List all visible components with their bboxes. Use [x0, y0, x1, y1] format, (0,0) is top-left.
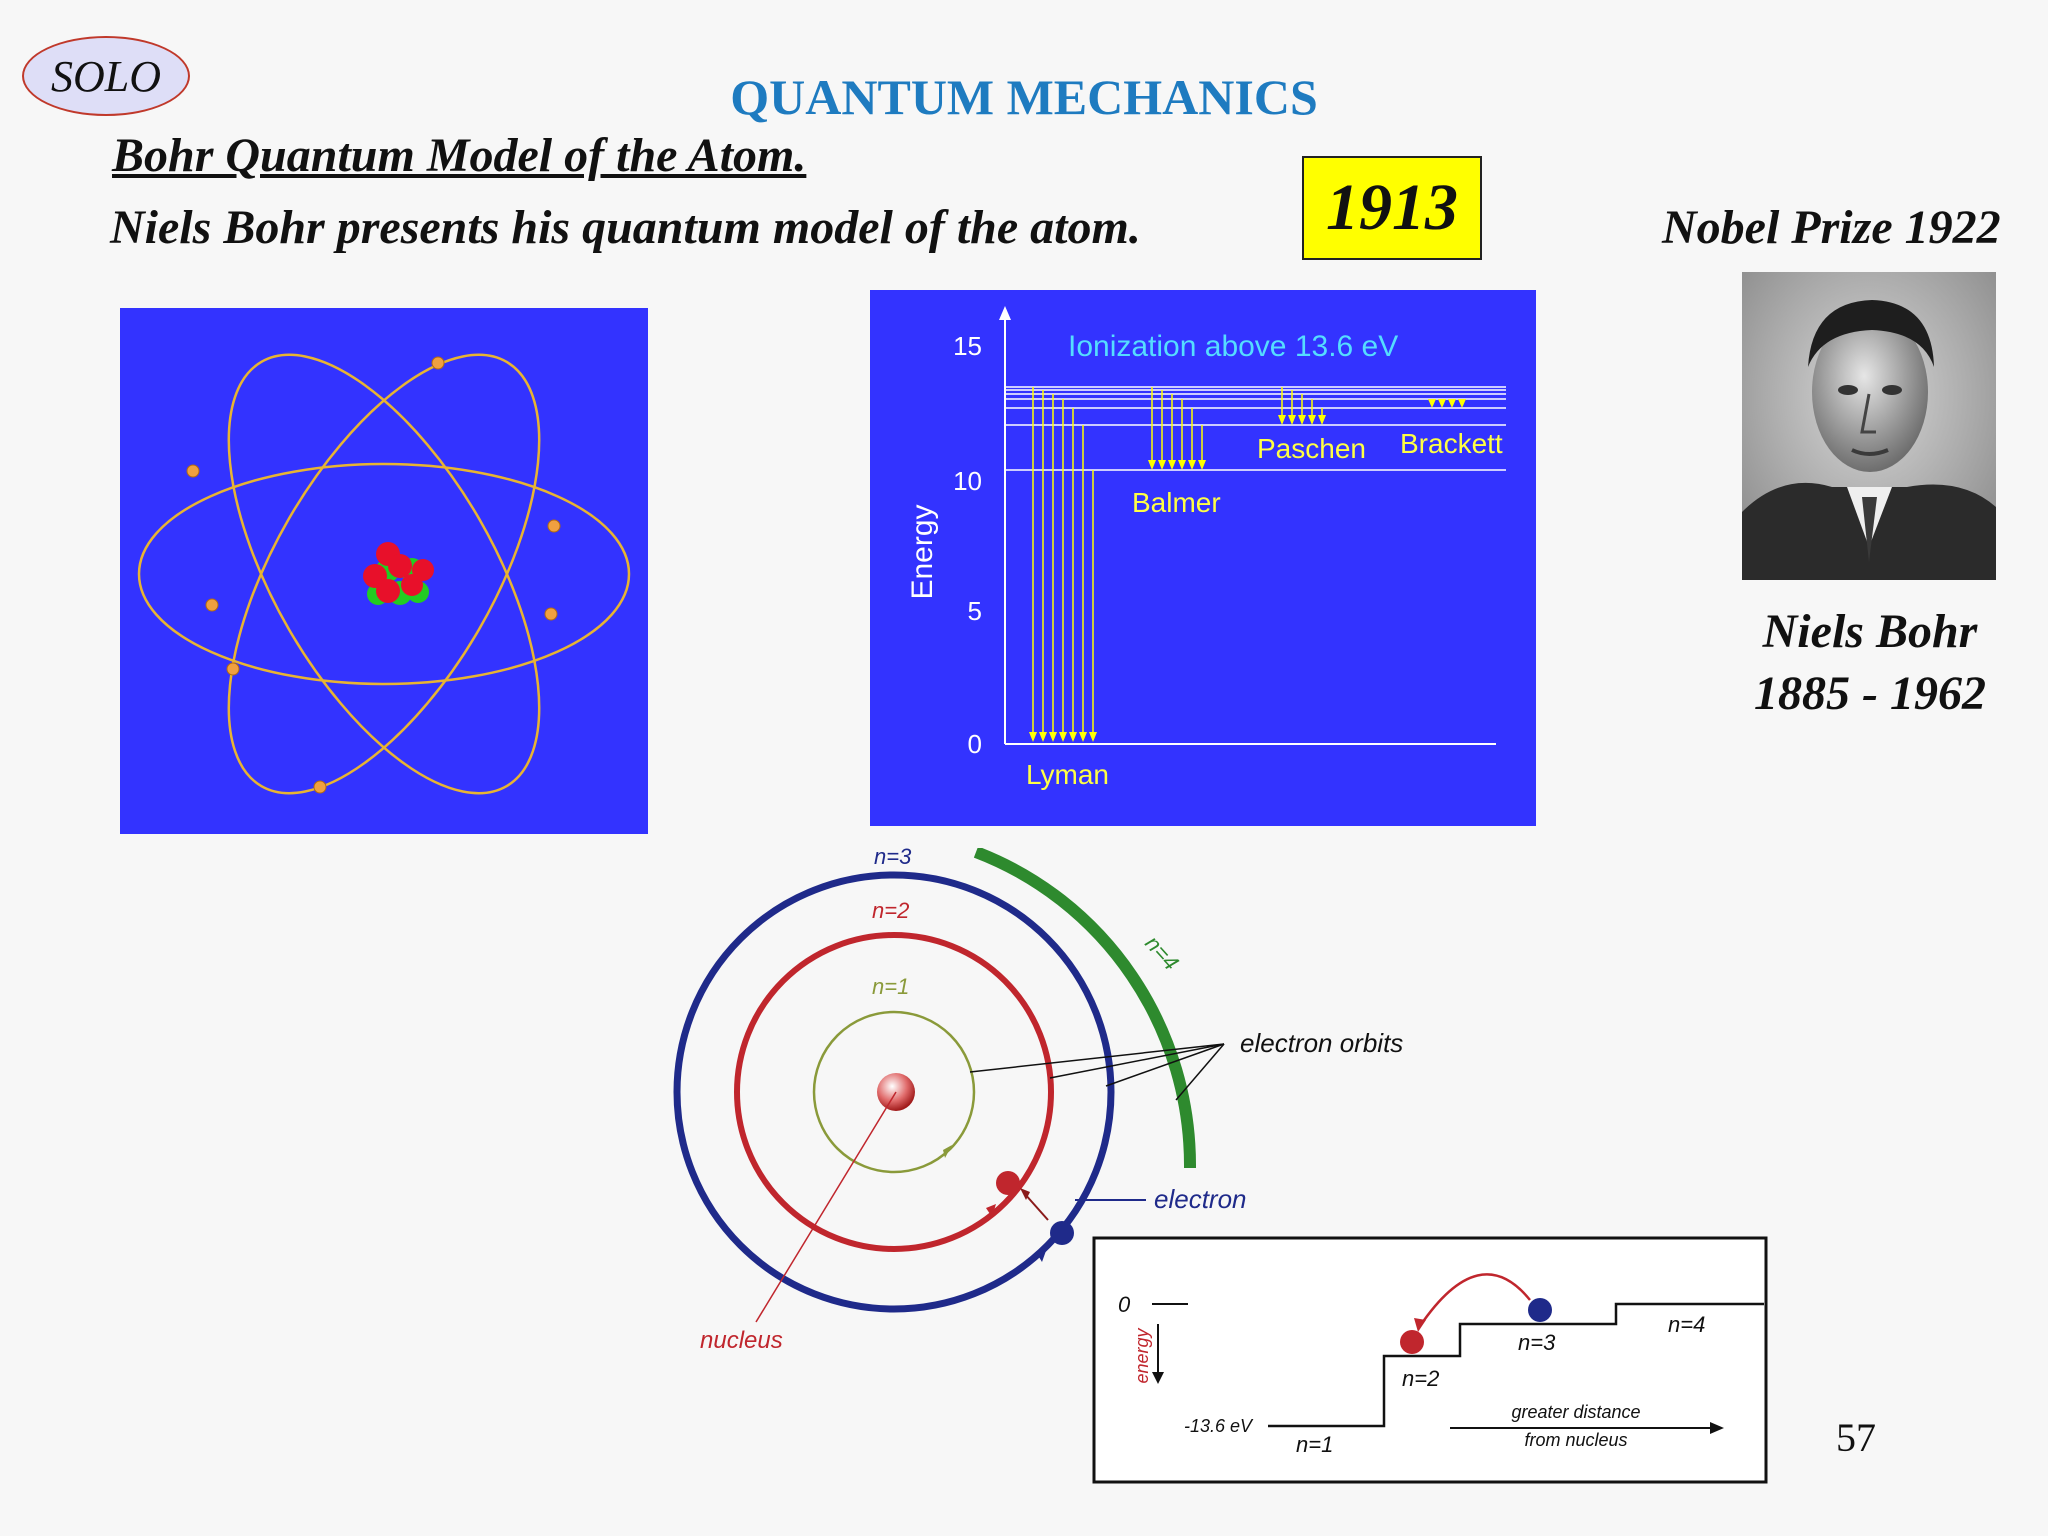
orbit-label-n2: n=2	[872, 898, 909, 923]
orbit-label-n4: n=4	[1140, 931, 1184, 975]
inset-distance-line1: greater distance	[1511, 1402, 1640, 1422]
electron-dot	[431, 356, 445, 370]
transition-arrowhead-icon	[1020, 1188, 1030, 1200]
slide-subtitle: Bohr Quantum Model of the Atom.	[112, 129, 807, 182]
orbit-n1	[812, 1010, 976, 1174]
tick-label: 10	[953, 466, 982, 496]
orbit-ellipse	[227, 353, 541, 795]
bohr-orbit-diagram: nucleus electron electron orbits n=3 n=2…	[673, 848, 1768, 1484]
energy-down-arrow-icon	[1152, 1372, 1164, 1384]
bohr-name: Niels Bohr	[1762, 605, 1978, 658]
series-label-lyman: Lyman	[1026, 759, 1109, 790]
electron-dot	[186, 464, 200, 478]
inset-level-n2: n=2	[1402, 1366, 1439, 1391]
inset-level-n3: n=3	[1518, 1330, 1556, 1355]
inset-electron-red	[1400, 1330, 1424, 1354]
page-title: QUANTUM MECHANICS	[730, 69, 1318, 125]
energy-step-line	[1268, 1302, 1764, 1428]
orbit-n3	[673, 871, 1115, 1313]
orbit-direction-arrow-icon	[1036, 1248, 1047, 1262]
solo-badge: SOLO	[22, 36, 190, 116]
inset-level-n1: n=1	[1296, 1432, 1333, 1457]
orbit-label-n3: n=3	[874, 848, 912, 869]
series-label-paschen: Paschen	[1257, 433, 1366, 464]
energy-level-diagram: 15 10 5 0 Energy Ionization above 13.6 e…	[870, 290, 1536, 826]
orbit-direction-arrow-icon	[943, 1145, 952, 1158]
year-box: 1913	[1302, 156, 1482, 260]
energy-panel-background	[870, 290, 1536, 826]
nobel-prize-label: Nobel Prize 1922	[1662, 201, 2001, 254]
brackett-arrowheads	[1428, 399, 1466, 408]
electron-label: electron	[1154, 1184, 1247, 1214]
bohr-life-years: 1885 - 1962	[1754, 667, 1986, 720]
inset-level-n4: n=4	[1668, 1312, 1705, 1337]
nucleus-cluster	[363, 542, 434, 605]
inset-energy-label: energy	[1132, 1327, 1152, 1383]
orbit-n2	[734, 932, 1054, 1252]
electron-red	[996, 1171, 1020, 1195]
page-number: 57	[1836, 1415, 1876, 1460]
tick-label: 0	[968, 729, 982, 759]
ionization-label: Ionization above 13.6 eV	[1068, 330, 1398, 363]
inset-electron-blue	[1528, 1298, 1552, 1322]
axis-label-energy: Energy	[906, 504, 939, 599]
tick-label: 15	[953, 331, 982, 361]
paschen-arrowheads	[1278, 415, 1326, 425]
atom-model-figure	[120, 308, 648, 834]
electron-blue	[1050, 1221, 1074, 1245]
electron-dot	[547, 519, 561, 533]
transition-arrow	[1023, 1192, 1049, 1221]
electron-orbits-label: electron orbits	[1240, 1028, 1403, 1058]
orbit-label-n1: n=1	[872, 974, 909, 999]
inset-transition-arrowhead-icon	[1414, 1318, 1426, 1332]
energy-step-inset	[1092, 1236, 1768, 1484]
orbit-ellipse	[227, 353, 541, 795]
lyman-arrowheads	[1029, 732, 1097, 742]
slide-description: Niels Bohr presents his quantum model of…	[110, 201, 1141, 254]
distance-arrow-icon	[1710, 1422, 1724, 1434]
electron-orbits-pointers	[969, 1043, 1225, 1101]
tick-label: 5	[968, 596, 982, 626]
inset-transition-arrow	[1418, 1273, 1531, 1327]
inset-distance-line2: from nucleus	[1524, 1430, 1627, 1450]
electron-dot	[205, 598, 219, 612]
inset-zero-label: 0	[1118, 1292, 1131, 1317]
balmer-arrowheads	[1148, 460, 1206, 470]
energy-levels	[1005, 386, 1506, 471]
axis-arrow-icon	[999, 306, 1011, 320]
lyman-transitions	[1032, 387, 1094, 734]
series-label-brackett: Brackett	[1400, 428, 1503, 459]
inset-ground-label: -13.6 eV	[1184, 1416, 1254, 1436]
orbit-n4	[973, 848, 1197, 1169]
electron-dot	[544, 607, 558, 621]
balmer-transitions	[1151, 387, 1203, 462]
nucleus-label: nucleus	[700, 1327, 783, 1354]
electron-dot	[226, 662, 240, 676]
nucleus-pointer	[755, 1091, 897, 1323]
orbit-direction-arrow-icon	[986, 1204, 996, 1217]
electron-dot	[313, 780, 327, 794]
bohr-portrait-image	[1742, 272, 1996, 580]
series-label-balmer: Balmer	[1132, 487, 1221, 518]
orbit-ellipse	[137, 462, 631, 686]
